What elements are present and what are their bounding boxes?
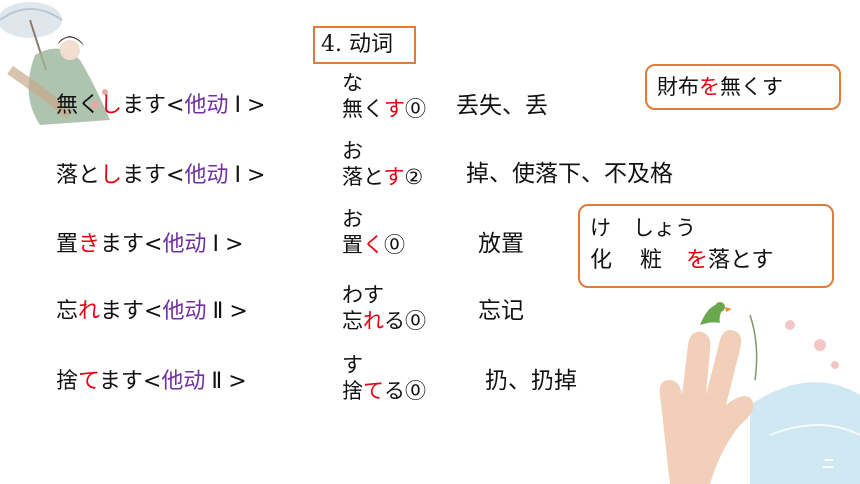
furigana: お bbox=[342, 139, 363, 163]
meaning-3: 放置 bbox=[478, 231, 524, 257]
example-callout-2: けしょう 化粧を落とす bbox=[578, 204, 834, 288]
verb-stem: 忘 bbox=[56, 299, 79, 324]
verb-group: Ⅱ bbox=[211, 369, 223, 394]
bracket-close: > bbox=[247, 163, 266, 188]
verb-type: 他动 bbox=[184, 93, 229, 118]
verb-group: Ⅱ bbox=[212, 299, 224, 324]
bracket-open: < bbox=[166, 163, 185, 188]
verb-group: Ⅰ bbox=[234, 163, 242, 188]
verb-type: 他动 bbox=[162, 232, 207, 257]
verb-ending: ます bbox=[100, 232, 145, 257]
verb-ending: ます bbox=[98, 369, 143, 394]
verb-type: 他动 bbox=[161, 369, 206, 394]
example-callout-1: 財布を無くす bbox=[645, 64, 841, 110]
verb-stem: 置 bbox=[56, 232, 79, 257]
bracket-open: < bbox=[166, 93, 185, 118]
verb-highlight: し bbox=[100, 93, 123, 118]
meaning-5: 扔、扔掉 bbox=[485, 368, 577, 394]
verb-ending: ます bbox=[122, 163, 167, 188]
bracket-close: > bbox=[247, 93, 266, 118]
verb-highlight: し bbox=[100, 163, 123, 188]
reading-block-1: な 無くす⓪ bbox=[342, 70, 426, 122]
hand-with-bird-illustration bbox=[659, 302, 860, 484]
accent-mark: ⓪ bbox=[405, 379, 426, 403]
verb-stem: 捨 bbox=[56, 369, 79, 394]
reading-block-5: す 捨てる⓪ bbox=[342, 352, 426, 404]
reading-block-4: わす 忘れる⓪ bbox=[342, 282, 426, 334]
furigana: な bbox=[342, 71, 363, 95]
meaning-1: 丢失、丢 bbox=[456, 93, 548, 119]
meaning-2: 掉、使落下、不及格 bbox=[466, 161, 673, 187]
verb-ending: ます bbox=[122, 93, 167, 118]
verb-type: 他动 bbox=[162, 299, 207, 324]
bracket-close: > bbox=[225, 232, 244, 257]
bracket-open: < bbox=[144, 299, 163, 324]
reading-block-3: お 置く⓪ bbox=[342, 206, 405, 258]
particle-highlight: を bbox=[686, 248, 709, 273]
dictionary-form: 捨てる⓪ bbox=[342, 379, 426, 403]
phrase-line: 化粧を落とす bbox=[590, 248, 774, 273]
verb-group: Ⅰ bbox=[212, 232, 220, 257]
section-title: 4. 动词 bbox=[313, 26, 416, 64]
accent-mark: ⓪ bbox=[405, 97, 426, 121]
verb-type: 他动 bbox=[184, 163, 229, 188]
bracket-open: < bbox=[142, 369, 162, 394]
verb-stem: 無く bbox=[56, 93, 101, 118]
dictionary-form: 忘れる⓪ bbox=[342, 309, 426, 333]
meaning-4: 忘记 bbox=[478, 298, 524, 324]
accent-mark: ② bbox=[404, 165, 424, 189]
furigana: わす bbox=[342, 283, 384, 307]
reading-block-2: お 落とす② bbox=[342, 138, 423, 190]
verb-stem: 落と bbox=[56, 163, 101, 188]
accent-mark: ⓪ bbox=[405, 309, 426, 333]
particle-highlight: を bbox=[699, 75, 720, 99]
dictionary-form: 落とす② bbox=[342, 165, 424, 189]
dictionary-form: 無くす⓪ bbox=[342, 97, 426, 121]
accent-mark: ⓪ bbox=[384, 233, 405, 257]
verb-ending: ます bbox=[100, 299, 145, 324]
furigana-line: けしょう bbox=[590, 216, 696, 240]
verb-highlight: れ bbox=[78, 299, 101, 324]
verb-group: Ⅰ bbox=[234, 93, 242, 118]
bracket-open: < bbox=[144, 232, 163, 257]
bracket-close: > bbox=[229, 299, 248, 324]
verb-highlight: き bbox=[78, 232, 101, 257]
furigana: お bbox=[342, 207, 363, 231]
verb-highlight: て bbox=[78, 369, 99, 394]
furigana: す bbox=[342, 353, 363, 377]
bracket-close: > bbox=[228, 369, 247, 394]
dictionary-form: 置く⓪ bbox=[342, 233, 405, 257]
